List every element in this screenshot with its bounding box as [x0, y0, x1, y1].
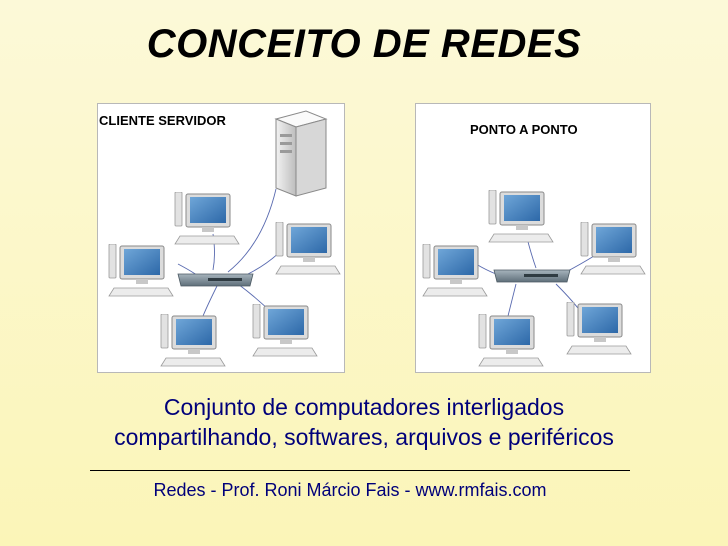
computer-icon	[252, 304, 318, 357]
client-server-label: CLIENTE SERVIDOR	[99, 113, 226, 128]
computer-icon	[488, 190, 554, 243]
peer-to-peer-network	[422, 190, 646, 367]
computer-icon	[275, 222, 341, 275]
computer-icon	[422, 244, 488, 297]
footer-divider	[90, 470, 630, 471]
caption-line-1: Conjunto de computadores interligados	[163, 394, 565, 420]
switch-icon	[177, 273, 254, 287]
footer-text: Redes - Prof. Roni Márcio Fais - www.rmf…	[153, 480, 547, 500]
slide-title: CONCEITO DE REDES	[146, 22, 582, 66]
computer-icon	[160, 314, 226, 367]
client-server-diagram: CLIENTE SERVIDOR	[97, 103, 345, 373]
client-server-network	[108, 110, 341, 367]
caption-line-2: compartilhando, softwares, arquivos e pe…	[114, 424, 614, 450]
peer-to-peer-diagram: PONTO A PONTO	[415, 103, 651, 373]
peer-to-peer-label: PONTO A PONTO	[470, 122, 578, 137]
server-icon	[274, 110, 328, 197]
switch-icon	[493, 269, 571, 283]
computer-icon	[478, 314, 544, 367]
computer-icon	[566, 302, 632, 355]
computer-icon	[580, 222, 646, 275]
computer-icon	[174, 192, 240, 245]
computer-icon	[108, 244, 174, 297]
